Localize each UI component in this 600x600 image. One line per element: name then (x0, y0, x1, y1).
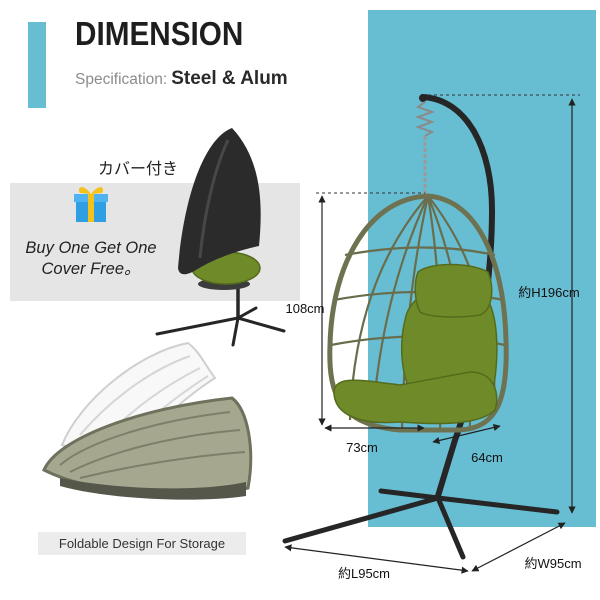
folded-weave-base (60, 478, 246, 500)
gift-icon (74, 187, 108, 222)
promo-offer-line-2: Cover Free。 (41, 260, 141, 278)
chair-cover (178, 128, 261, 275)
storage-caption: Foldable Design For Storage (38, 532, 246, 555)
basket-depth-label: 64cm (471, 450, 503, 465)
base-length-label: 約L95cm (338, 566, 390, 581)
promo-offer-text: Buy One Get One Cover Free。 (10, 238, 172, 280)
specification-label: Specification: (75, 71, 168, 88)
basket-width-label: 73cm (346, 440, 378, 455)
specification-line: Specification:Steel & Alum (75, 68, 288, 91)
hanging-spring (415, 101, 435, 137)
cover-included-label: カバー付き (98, 161, 179, 178)
covered-chair-stand (155, 280, 286, 347)
base-width-label: 約W95cm (524, 556, 581, 571)
hanging-chair-illustration (282, 94, 560, 560)
promo-offer-line-1: Buy One Get One (25, 239, 157, 257)
chair-cushion (333, 263, 498, 425)
specification-value: Steel & Alum (171, 68, 288, 89)
title-accent-bar (28, 22, 46, 108)
page-title: DIMENSION (75, 15, 244, 52)
folded-chair-illustration (42, 341, 253, 500)
chair-cover-fold (198, 139, 230, 259)
dimension-lines (284, 94, 580, 574)
covered-chair-illustration (155, 128, 286, 347)
overall-height-label: 約H196cm (518, 285, 579, 300)
basket-height-label: 108cm (285, 301, 324, 316)
